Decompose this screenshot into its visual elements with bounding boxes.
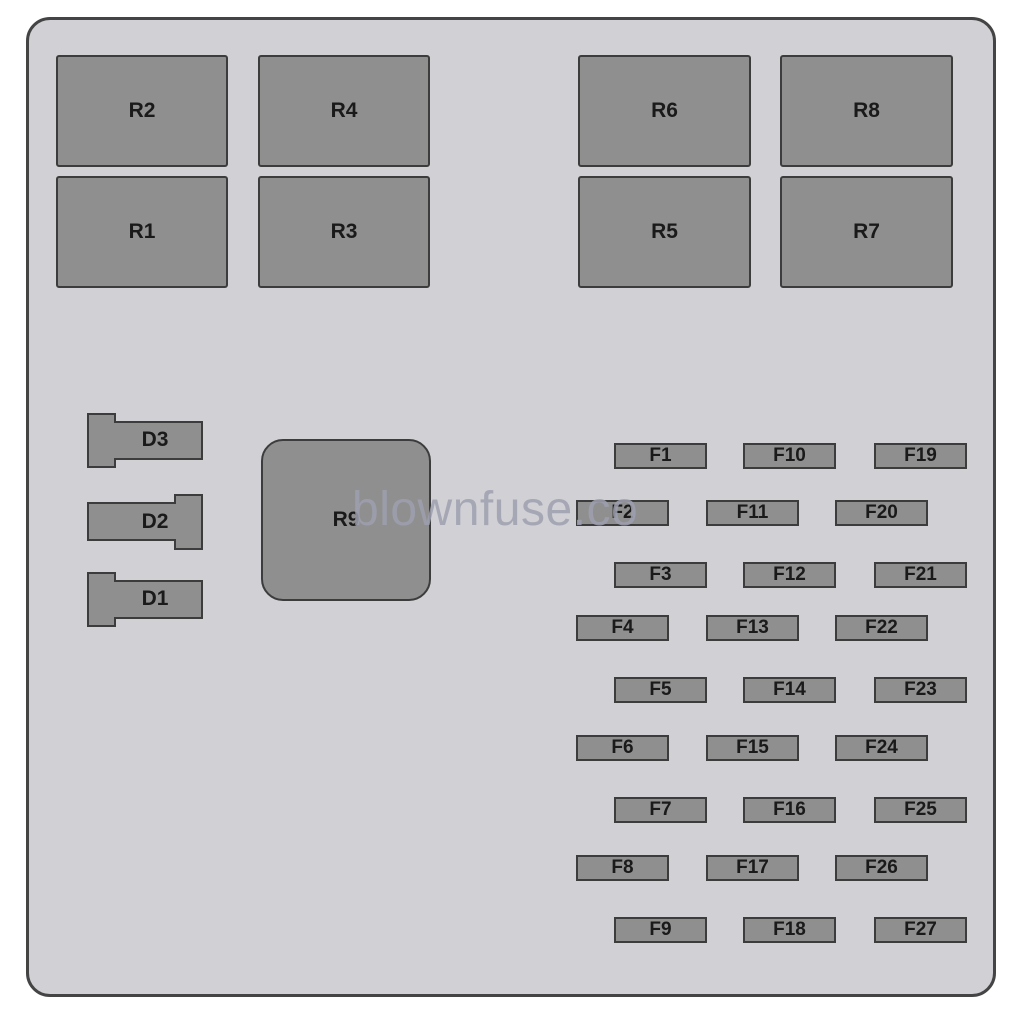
diode-d2: D2 [86, 494, 204, 550]
fuse-f15: F15 [706, 735, 799, 761]
fuse-f24: F24 [835, 735, 928, 761]
fuse-f11: F11 [706, 500, 799, 526]
fuse-f23: F23 [874, 677, 967, 703]
diode-d1-label: D1 [141, 587, 169, 610]
fuse-f22: F22 [835, 615, 928, 641]
relay-r9: R9 [261, 439, 431, 601]
fuse-f17: F17 [706, 855, 799, 881]
fuse-f26: F26 [835, 855, 928, 881]
fuse-f9: F9 [614, 917, 707, 943]
fuse-f10: F10 [743, 443, 836, 469]
fuse-f19: F19 [874, 443, 967, 469]
fuse-f25: F25 [874, 797, 967, 823]
fuse-f13: F13 [706, 615, 799, 641]
diode-d3: D3 [86, 412, 204, 468]
relay-r7: R7 [780, 176, 953, 288]
fuse-f5: F5 [614, 677, 707, 703]
fuse-f7: F7 [614, 797, 707, 823]
fuse-f3: F3 [614, 562, 707, 588]
fuse-f2: F2 [576, 500, 669, 526]
fuse-f12: F12 [743, 562, 836, 588]
relay-r5: R5 [578, 176, 751, 288]
relay-r8: R8 [780, 55, 953, 167]
fuse-f20: F20 [835, 500, 928, 526]
fuse-f18: F18 [743, 917, 836, 943]
fuse-f6: F6 [576, 735, 669, 761]
fuse-f1: F1 [614, 443, 707, 469]
relay-r2: R2 [56, 55, 228, 167]
diode-d1: D1 [86, 571, 204, 627]
fuse-f14: F14 [743, 677, 836, 703]
fuse-f4: F4 [576, 615, 669, 641]
fuse-f21: F21 [874, 562, 967, 588]
watermark: blownfuse.co [352, 483, 639, 536]
diode-d2-label: D2 [141, 510, 169, 533]
fuse-f27: F27 [874, 917, 967, 943]
diode-d3-label: D3 [141, 428, 169, 451]
relay-r1: R1 [56, 176, 228, 288]
relay-r3: R3 [258, 176, 430, 288]
relay-r6: R6 [578, 55, 751, 167]
relay-r4: R4 [258, 55, 430, 167]
fuse-f8: F8 [576, 855, 669, 881]
fuse-f16: F16 [743, 797, 836, 823]
